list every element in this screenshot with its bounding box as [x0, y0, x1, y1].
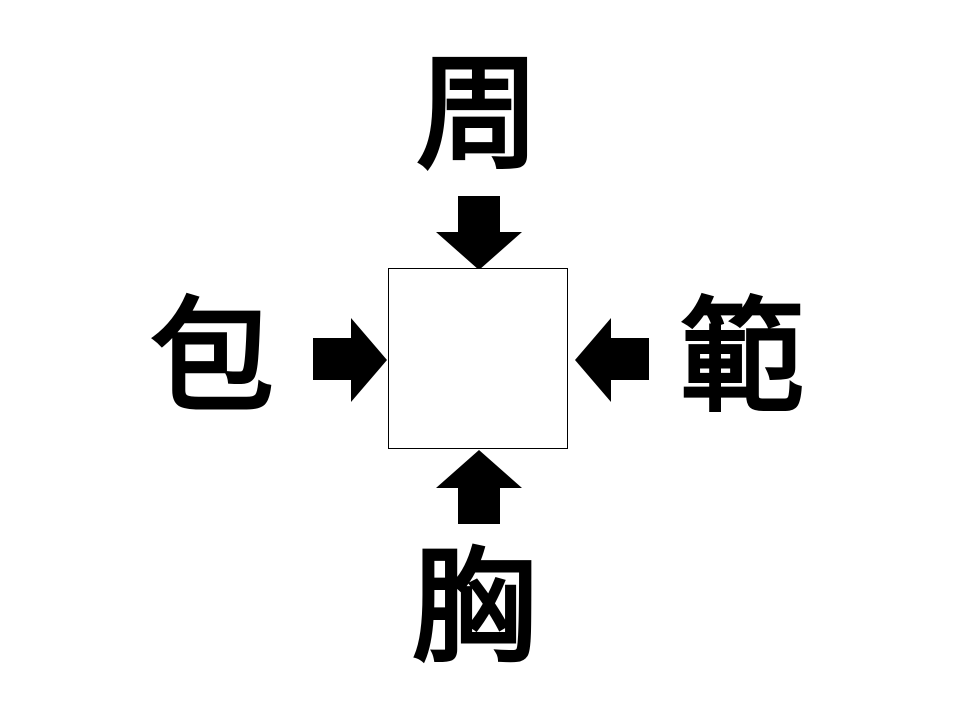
arrow-up-icon [436, 450, 522, 524]
top-kanji: 周 [415, 43, 540, 187]
arrow-left-icon [575, 318, 649, 402]
answer-box[interactable] [388, 268, 568, 449]
arrow-down-icon [436, 196, 522, 270]
bottom-kanji: 胸 [411, 536, 536, 680]
left-kanji: 包 [149, 286, 274, 430]
right-kanji: 範 [679, 286, 804, 430]
arrow-right-icon [313, 318, 387, 402]
